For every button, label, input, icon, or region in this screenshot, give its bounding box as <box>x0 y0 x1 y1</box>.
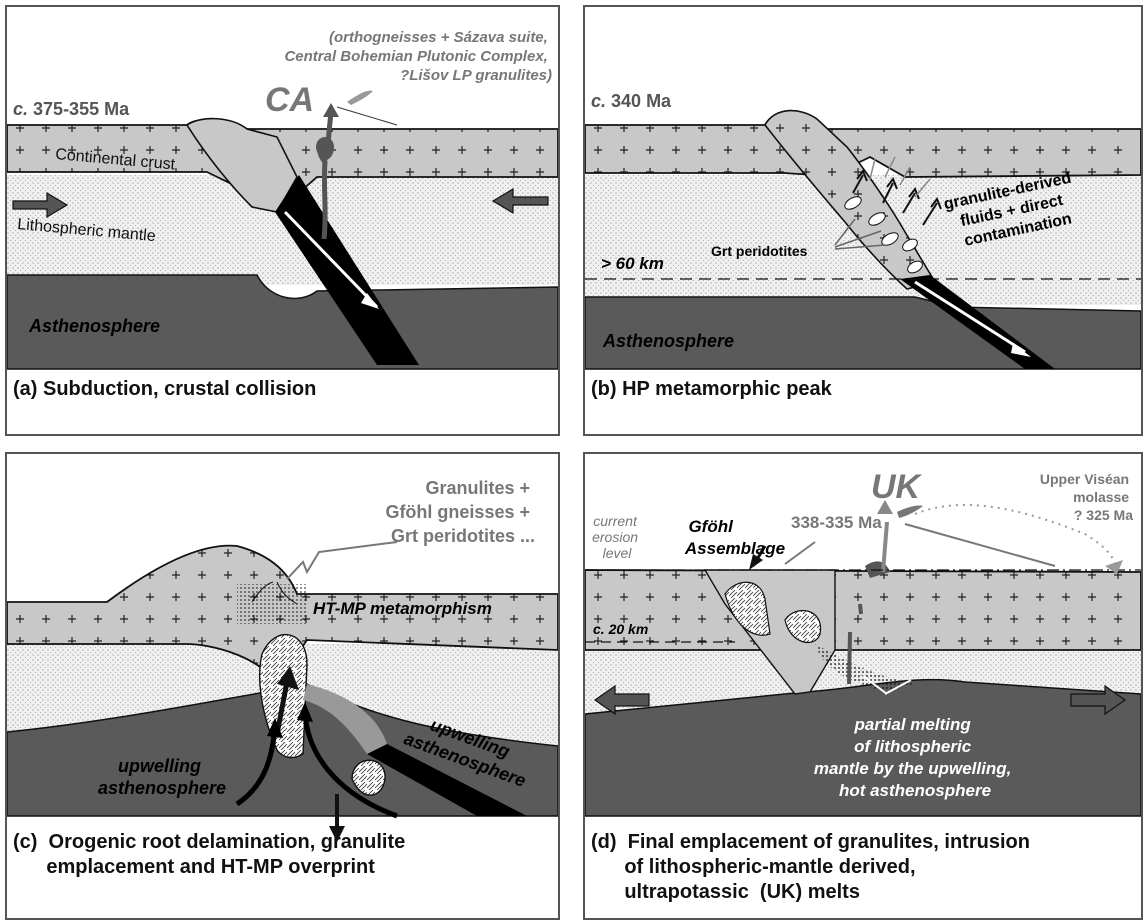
leader-line-a <box>337 107 397 125</box>
panel-d: UK 338-335 Ma Upper Viséan molasse ? 325… <box>583 452 1143 920</box>
upwelling-left-line-1: upwelling <box>118 756 201 776</box>
uk-conduit-d <box>883 522 887 572</box>
erosion-line-1: current <box>593 513 638 529</box>
caption-a: (a) Subduction, crustal collision <box>13 377 316 402</box>
ca-note-line-2: Central Bohemian Plutonic Complex, <box>284 48 547 65</box>
melting-line-2: of lithospheric <box>854 737 972 756</box>
caption-d-line-2: of lithospheric-mantle derived, <box>591 856 916 878</box>
assemblage-line-2: Assemblage <box>684 539 785 558</box>
age-prefix-a: c. <box>13 99 28 119</box>
melting-line-3: mantle by the upwelling, <box>814 759 1011 778</box>
ca-label: CA <box>265 81 314 119</box>
panel-c: Granulites + Gföhl gneisses + Grt perido… <box>5 452 560 920</box>
uk-label: UK <box>871 468 923 506</box>
svg-text:Upper Viséan molasse: Upper Viséan molasse ? 325 Ma <box>1040 471 1133 523</box>
assemblage-line-1: Gföhl <box>688 517 734 536</box>
ca-note-line-1: (orthogneisses + Sázava suite, <box>329 29 548 46</box>
svg-text:current erosion le: current erosion level <box>592 513 642 561</box>
melting-line-4: hot asthenosphere <box>839 781 991 800</box>
rocks-line-1: Granulites + <box>425 478 530 498</box>
molasse-line-1: Upper Viséan <box>1040 471 1129 487</box>
caption-d-line-3: ultrapotassic (UK) melts <box>591 881 860 903</box>
panel-a-diagram: c. 375-355 Ma CA (orthogneisses + Sázava… <box>7 7 558 434</box>
svg-text:Gföhl Assemblage: Gföhl Assemblage <box>684 517 785 558</box>
ca-note-line-3: ?Lišov LP granulites) <box>400 67 552 84</box>
depth-label-d: c. 20 km <box>593 621 648 637</box>
molasse-line-2: molasse <box>1073 489 1129 505</box>
svg-text:(orthogneisses + Sázava suite,: (orthogneisses + Sázava suite, Central B… <box>284 29 552 84</box>
panel-b: c. 340 Ma > 60 km Grt peridotites granul… <box>583 5 1143 436</box>
erosion-line-3: level <box>603 545 633 561</box>
asthenosphere-label-a: Asthenosphere <box>28 316 160 336</box>
peridotite-label-b: Grt peridotites <box>711 243 808 259</box>
uk-plume-d <box>897 505 923 518</box>
erosion-line-2: erosion <box>592 529 638 545</box>
volcanic-plume-a <box>347 91 373 105</box>
molasse-line-3: ? 325 Ma <box>1074 507 1133 523</box>
upwelling-left-line-2: asthenosphere <box>98 778 226 798</box>
caption-c-line-2: emplacement and HT-MP overprint <box>13 856 375 878</box>
rocks-line-3: Grt peridotites ... <box>391 526 535 546</box>
caption-c: (c) Orogenic root delamination, granulit… <box>13 830 405 880</box>
pluton-a <box>316 137 334 157</box>
age-prefix-b: c. <box>591 91 606 111</box>
caption-d-line-1: (d) Final emplacement of granulites, int… <box>591 831 1030 853</box>
asthenosphere-label-b: Asthenosphere <box>602 331 734 351</box>
age-a: 375-355 Ma <box>33 99 130 119</box>
rocks-line-2: Gföhl gneisses + <box>385 502 530 522</box>
uk-age: 338-335 Ma <box>791 513 882 532</box>
melt-dots-c <box>237 584 307 624</box>
rocks-leader-c <box>287 542 397 579</box>
panel-a: c. 375-355 Ma CA (orthogneisses + Sázava… <box>5 5 560 436</box>
caption-c-line-1: (c) Orogenic root delamination, granulit… <box>13 831 405 853</box>
continental-crust-d <box>585 570 1141 650</box>
age-b: 340 Ma <box>611 91 672 111</box>
svg-text:Granulites + Gföhl gneis: Granulites + Gföhl gneisses + Grt perido… <box>385 478 535 546</box>
panel-b-diagram: c. 340 Ma > 60 km Grt peridotites granul… <box>585 7 1141 434</box>
svg-text:c. 375-355 Ma: c. 375-355 Ma <box>13 99 130 119</box>
caption-d: (d) Final emplacement of granulites, int… <box>591 830 1030 905</box>
melting-line-1: partial melting <box>854 715 972 734</box>
magma-arrowhead-a <box>323 103 339 117</box>
caption-b: (b) HP metamorphic peak <box>591 377 832 402</box>
depth-label-b: > 60 km <box>601 254 664 273</box>
metamorphism-label-c: HT-MP metamorphism <box>313 599 492 618</box>
svg-text:c. 340 Ma: c. 340 Ma <box>591 91 672 111</box>
